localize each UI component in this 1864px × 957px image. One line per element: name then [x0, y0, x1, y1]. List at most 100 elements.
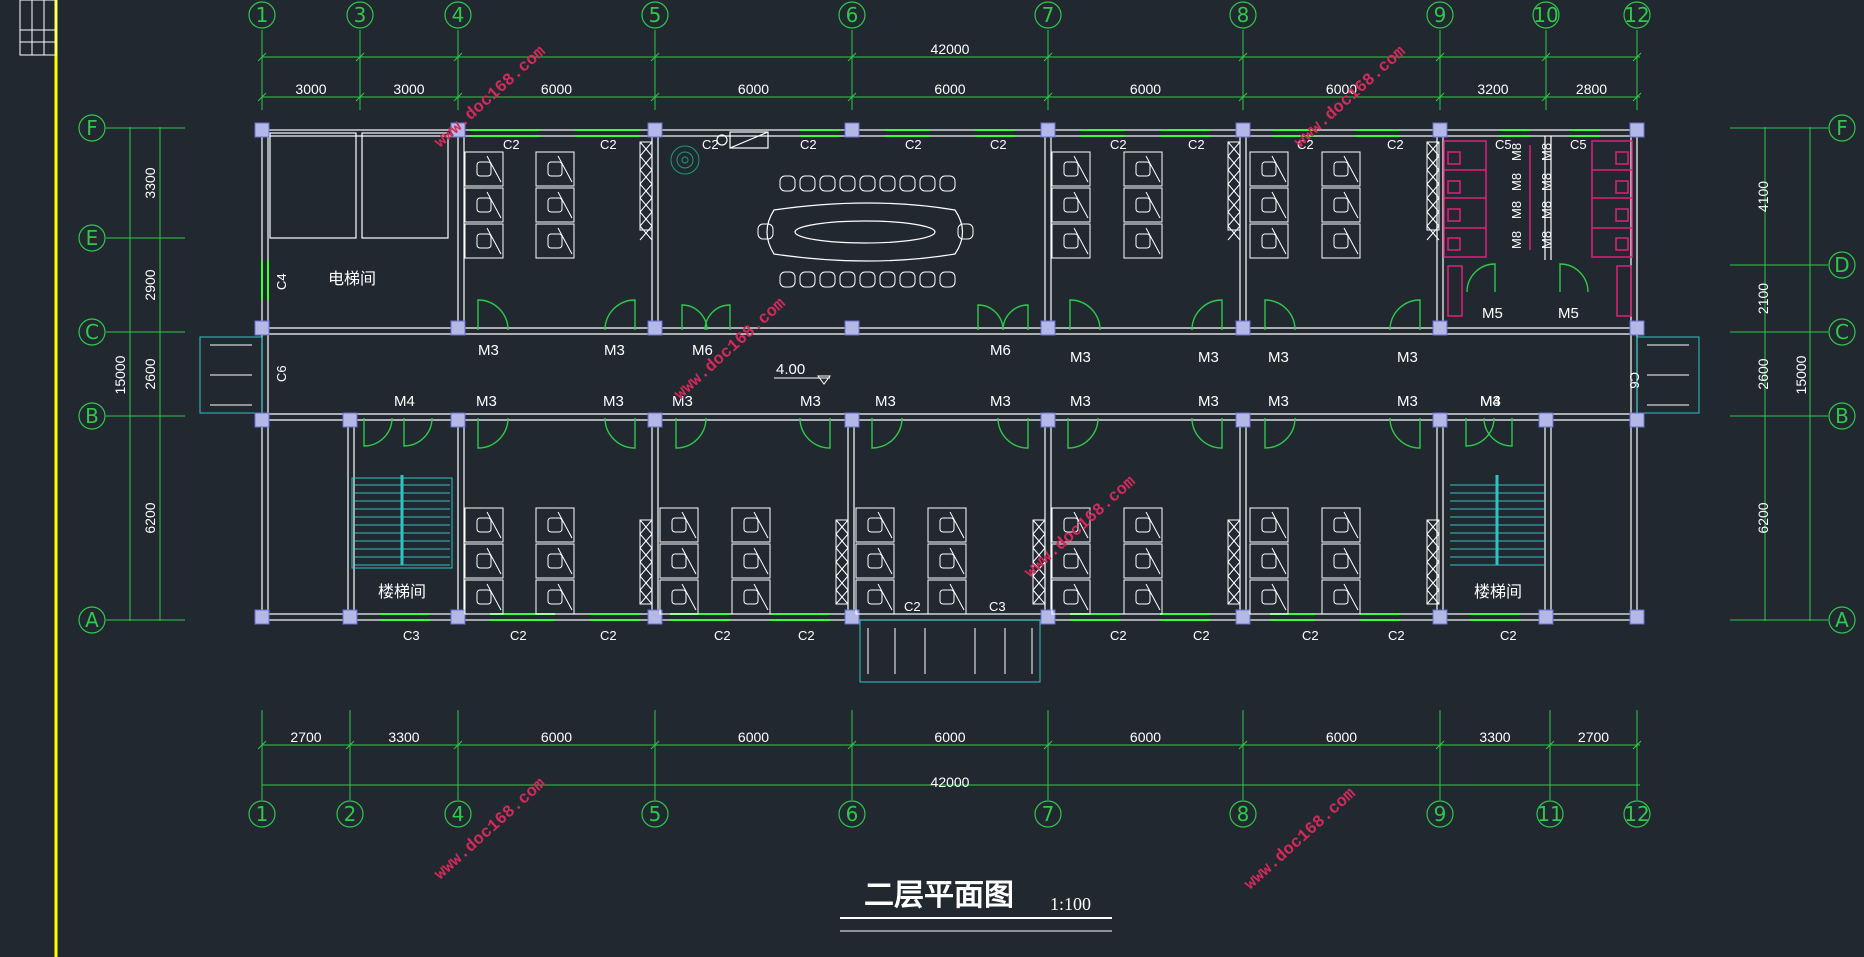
- plan-label: C3: [989, 599, 1006, 614]
- desk: [1321, 187, 1361, 223]
- conference-chair: [779, 271, 796, 288]
- door-swing: [1002, 304, 1029, 331]
- plan-label: M3: [875, 393, 896, 410]
- dim-bottom-segment-text: 6000: [934, 729, 965, 745]
- chair: [1135, 517, 1151, 533]
- chair: [547, 553, 563, 569]
- axis-top-label: 4: [452, 3, 465, 27]
- desk-edge: [949, 547, 965, 575]
- column: [254, 412, 270, 428]
- chair: [476, 197, 492, 213]
- door-swing: [1067, 417, 1099, 449]
- column: [1538, 412, 1554, 428]
- cabinet-x: [1227, 169, 1241, 185]
- dim-tick: [257, 740, 267, 750]
- column: [1538, 609, 1554, 625]
- cabinet-x: [1227, 519, 1241, 535]
- plan-label: C2: [1302, 628, 1319, 643]
- plan-label: C2: [702, 137, 719, 152]
- plan-label: M8: [1539, 231, 1554, 249]
- chair: [1063, 553, 1079, 569]
- toilet-stalls: [1443, 140, 1633, 317]
- plan-label: M8: [1539, 201, 1554, 219]
- cabinet-x: [1032, 575, 1046, 591]
- conference-chair: [819, 175, 836, 192]
- column: [450, 122, 466, 138]
- desk: [1249, 543, 1289, 579]
- desk: [1051, 187, 1091, 223]
- cabinet-x: [1032, 519, 1046, 535]
- watermark-text: www.doc168.com: [431, 775, 550, 885]
- conference-chair: [799, 271, 816, 288]
- axis-grid-lines: [106, 30, 1828, 800]
- dim-top-segment-text: 2800: [1576, 81, 1607, 97]
- axis-bottom-bubble: [1536, 800, 1564, 828]
- plan-label: M3: [1397, 393, 1418, 410]
- dim-tick: [355, 52, 365, 62]
- plan-label: C2: [600, 137, 617, 152]
- cabinet-x: [639, 561, 653, 577]
- desk-edge: [1271, 155, 1287, 183]
- chair: [1333, 553, 1349, 569]
- dim-tick: [1632, 740, 1642, 750]
- column: [1629, 320, 1645, 336]
- column: [1235, 412, 1251, 428]
- desk: [464, 543, 504, 579]
- dim-left-segment-text: 6200: [142, 502, 158, 533]
- column: [1432, 609, 1448, 625]
- desk-edge: [681, 547, 697, 575]
- plan-label: M3: [1268, 393, 1289, 410]
- dim-top-segment-text: 3000: [393, 81, 424, 97]
- desk-edge: [1073, 191, 1089, 219]
- cabinet-x: [835, 589, 849, 605]
- axis-right-label: C: [1835, 320, 1849, 344]
- column: [254, 320, 270, 336]
- desk: [1123, 187, 1163, 223]
- plan-label: C6: [1627, 372, 1642, 389]
- column: [342, 609, 358, 625]
- plan-label: C2: [800, 137, 817, 152]
- axis-bottom-label: 2: [344, 802, 357, 826]
- desk: [1321, 579, 1361, 615]
- plan-label: M3: [800, 393, 821, 410]
- desk: [855, 579, 895, 615]
- door-swing: [1483, 417, 1513, 447]
- cabinet-x: [1426, 533, 1440, 549]
- desk: [464, 151, 504, 187]
- plan-label: M6: [990, 342, 1011, 359]
- door-swing: [997, 417, 1029, 449]
- chair: [867, 517, 883, 533]
- door-swing: [403, 417, 433, 447]
- desk-edge: [949, 511, 965, 539]
- axis-left-label: A: [85, 608, 99, 632]
- door-swing: [1264, 299, 1296, 331]
- door-swings: [363, 263, 1589, 449]
- door-swing: [1389, 299, 1421, 331]
- desk: [464, 579, 504, 615]
- dim-bottom-segment-text: 6000: [1326, 729, 1357, 745]
- axis-right-bubble: [1828, 318, 1856, 346]
- plan-label: M6: [692, 342, 713, 359]
- plan-label: M3: [476, 393, 497, 410]
- chair: [1135, 233, 1151, 249]
- plan-label: M8: [1509, 173, 1524, 191]
- cabinet-x: [1426, 211, 1440, 227]
- desk: [535, 507, 575, 543]
- chair: [547, 161, 563, 177]
- axis-bottom-bubble: [1623, 800, 1651, 828]
- plan-label: C2: [1500, 628, 1517, 643]
- door-swing: [1466, 263, 1496, 293]
- chair: [1261, 589, 1277, 605]
- plan-label: C2: [1387, 137, 1404, 152]
- column: [1432, 122, 1448, 138]
- door-swing: [1559, 263, 1589, 293]
- axis-right-bubble: [1828, 251, 1856, 279]
- axis-top-bubble: [1034, 1, 1062, 29]
- dim-tick: [1238, 92, 1248, 102]
- desk-edge: [486, 511, 502, 539]
- desk-edge: [1343, 511, 1359, 539]
- conference-chair: [899, 175, 916, 192]
